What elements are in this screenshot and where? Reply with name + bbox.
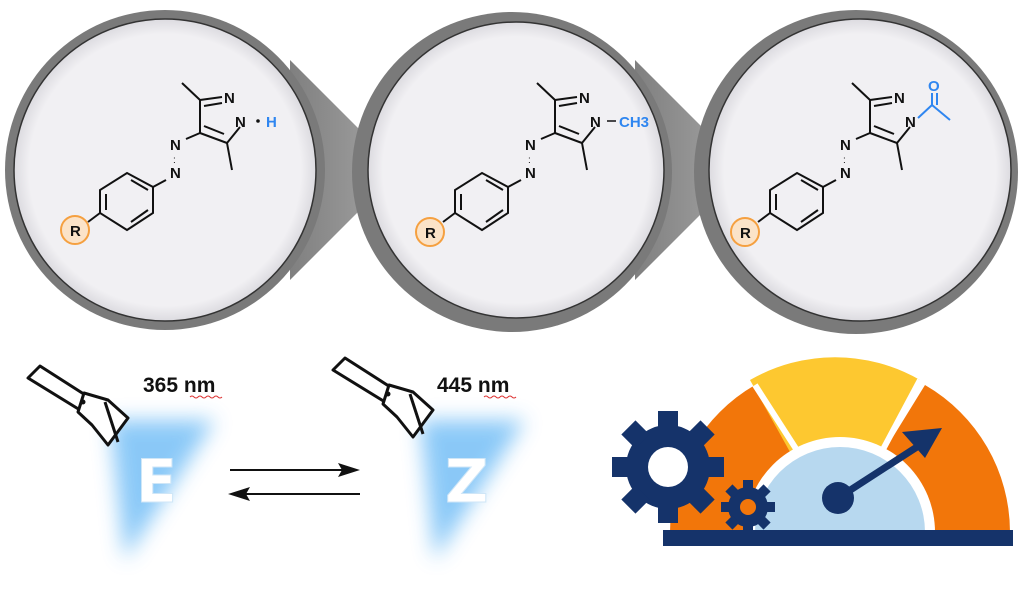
svg-text::: :	[528, 155, 531, 166]
z-isomer-label: Z	[445, 447, 489, 517]
r-group-label: R	[70, 223, 81, 240]
blue-light-glow	[420, 420, 525, 560]
acetyl-oxygen: O	[928, 78, 940, 95]
atom-n2: N	[894, 90, 905, 107]
uv-light-glow	[110, 420, 215, 560]
molecule-3: N N N N : O R	[730, 78, 951, 247]
e-isomer-label: E	[136, 447, 177, 517]
atom-azo-n: N	[525, 165, 536, 182]
small-gear-icon	[721, 480, 775, 534]
substituent-h: H	[266, 114, 277, 131]
molecule-2: N N N N : CH3 R	[415, 82, 649, 247]
equilibrium-arrows	[228, 463, 360, 501]
r-group-badge	[415, 217, 445, 247]
atom-azo-n: N	[170, 165, 181, 182]
lens-n-methyl-pyrazole	[352, 12, 672, 332]
r-group-label: R	[740, 225, 751, 242]
wavelength-365-label: 365 nm	[143, 374, 215, 397]
atom-azo-n: N	[170, 137, 181, 154]
large-gear-icon	[612, 411, 724, 523]
acetyl-group	[917, 93, 951, 121]
svg-text::: :	[843, 155, 846, 166]
lens-nh-pyrazole	[5, 10, 325, 330]
atom-azo-n: N	[840, 137, 851, 154]
wavelength-445-label: 445 nm	[437, 374, 509, 397]
atom-azo-n: N	[525, 137, 536, 154]
lens-n-acetyl-pyrazole	[694, 10, 1018, 334]
substituent-methyl: CH3	[619, 114, 649, 131]
r-group-badge	[60, 215, 90, 245]
atom-n1: N	[235, 114, 246, 131]
zoom-cone-1	[290, 60, 400, 280]
flashlight-icon	[26, 364, 130, 447]
r-group-badge	[730, 217, 760, 247]
atom-azo-n: N	[840, 165, 851, 182]
atom-n2: N	[579, 90, 590, 107]
molecule-1: N N N N : H R	[60, 82, 277, 245]
atom-n1: N	[905, 114, 916, 131]
speed-gauge-icon	[663, 357, 1013, 546]
r-group-label: R	[425, 225, 436, 242]
flashlight-icon	[331, 356, 435, 439]
svg-text::: :	[173, 155, 176, 166]
atom-n2: N	[224, 90, 235, 107]
atom-n1: N	[590, 114, 601, 131]
